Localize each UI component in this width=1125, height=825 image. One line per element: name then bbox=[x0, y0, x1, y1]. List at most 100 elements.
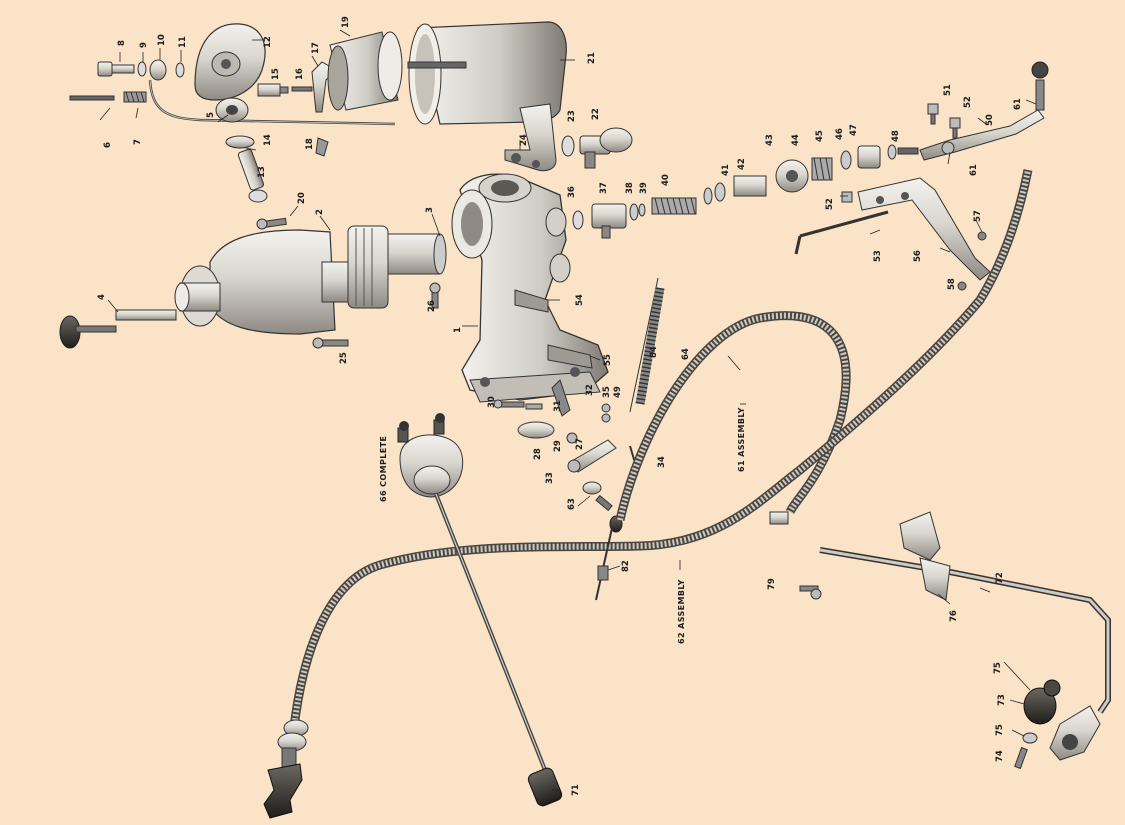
part-28-disc bbox=[517, 421, 555, 439]
label-part-36: 36 bbox=[567, 186, 577, 198]
label-part-39: 39 bbox=[639, 182, 649, 194]
part-4-damper bbox=[59, 309, 177, 349]
label-62-assembly: 62 ASSEMBLY bbox=[677, 579, 686, 644]
label-part-21: 21 bbox=[587, 52, 597, 64]
lever-end-clamp bbox=[1049, 705, 1101, 761]
label-part-14: 14 bbox=[263, 134, 273, 146]
label-part-46: 46 bbox=[835, 128, 845, 140]
part-38-washer bbox=[629, 203, 639, 221]
leader-lines bbox=[99, 29, 1037, 791]
part-46-washer bbox=[840, 150, 852, 170]
label-part-34: 34 bbox=[657, 456, 667, 468]
part-31-spring bbox=[525, 403, 543, 410]
part-10-banjo bbox=[149, 59, 167, 81]
part-74-screw bbox=[1014, 746, 1028, 770]
label-part-50: 50 bbox=[985, 114, 995, 126]
part-36-washer bbox=[572, 210, 584, 230]
part-52-screw bbox=[949, 117, 961, 139]
part-32-linkage bbox=[551, 379, 571, 417]
part-23-washer bbox=[561, 135, 575, 157]
part-71-knob bbox=[527, 767, 563, 807]
label-part-28: 28 bbox=[533, 448, 543, 460]
label-part-74: 74 bbox=[995, 750, 1005, 762]
part-73-bush bbox=[1023, 679, 1061, 725]
label-part-56: 56 bbox=[913, 250, 923, 262]
label-part-13: 13 bbox=[257, 166, 267, 178]
label-part-17: 17 bbox=[311, 42, 321, 54]
label-part-57: 57 bbox=[973, 210, 983, 222]
part-18-clip bbox=[315, 137, 329, 157]
label-part-29: 29 bbox=[553, 440, 563, 452]
part-7-spring bbox=[123, 91, 147, 103]
label-part-64: 64 bbox=[681, 348, 691, 360]
part-47-nut bbox=[857, 145, 881, 169]
label-part-72: 72 bbox=[995, 572, 1005, 584]
part-16-pin bbox=[291, 86, 313, 92]
part-33-lever bbox=[567, 439, 617, 473]
label-part-79: 79 bbox=[767, 578, 777, 590]
part-2-dashpot bbox=[174, 225, 447, 335]
part-40-spring bbox=[651, 197, 697, 215]
label-part-26: 26 bbox=[427, 300, 437, 312]
part-44-nut bbox=[775, 159, 809, 193]
label-part-82: 82 bbox=[621, 560, 631, 572]
label-part-11: 11 bbox=[178, 36, 188, 48]
part-20-screw bbox=[256, 217, 287, 230]
label-part-63: 63 bbox=[567, 498, 577, 510]
part-1-carburettor-body bbox=[451, 173, 609, 417]
label-part-49: 49 bbox=[613, 386, 623, 398]
part-37-jet-housing bbox=[591, 203, 627, 239]
label-part-30: 30 bbox=[487, 396, 497, 408]
label-part-22: 22 bbox=[591, 108, 601, 120]
part-30-screw bbox=[493, 399, 525, 409]
part-42-gland bbox=[714, 182, 726, 202]
part-19-float bbox=[327, 31, 403, 111]
label-part-75a: 75 bbox=[993, 662, 1003, 674]
label-61-assembly: 61 ASSEMBLY bbox=[737, 407, 746, 472]
label-part-53: 53 bbox=[873, 250, 883, 262]
part-51-screw bbox=[927, 103, 939, 125]
part-13-holding-bolt bbox=[237, 148, 268, 203]
part-41-washer bbox=[703, 187, 713, 205]
label-part-38: 38 bbox=[625, 182, 635, 194]
label-part-33: 33 bbox=[545, 472, 555, 484]
float-chamber-group bbox=[69, 23, 403, 203]
label-part-84: 84 bbox=[649, 346, 659, 358]
label-part-43: 43 bbox=[765, 134, 775, 146]
label-part-58: 58 bbox=[947, 278, 957, 290]
part-72-cross-shaft bbox=[819, 511, 1111, 714]
label-part-9: 9 bbox=[139, 42, 149, 48]
label-part-76: 76 bbox=[949, 610, 959, 622]
part-58-nut bbox=[957, 281, 967, 291]
label-66-complete: 66 COMPLETE bbox=[379, 436, 388, 502]
label-part-2: 2 bbox=[315, 209, 325, 215]
part-22-jet-bearing bbox=[579, 127, 633, 169]
piston-rings bbox=[347, 225, 389, 309]
part-56-bracket bbox=[857, 177, 991, 281]
label-part-15: 15 bbox=[271, 68, 281, 80]
jet-assembly-row bbox=[572, 144, 919, 239]
label-part-23: 23 bbox=[567, 110, 577, 122]
label-part-1: 1 bbox=[453, 327, 463, 333]
label-part-20: 20 bbox=[297, 192, 307, 204]
part-53-rod bbox=[799, 210, 889, 238]
label-part-31: 31 bbox=[553, 400, 563, 412]
label-part-44: 44 bbox=[791, 134, 801, 146]
part-6-pin bbox=[69, 95, 115, 101]
label-part-35: 35 bbox=[602, 386, 612, 398]
part-43-adjusting-nut bbox=[733, 175, 767, 197]
label-part-19: 19 bbox=[341, 16, 351, 28]
part-39-washer bbox=[638, 203, 646, 217]
label-part-25: 25 bbox=[339, 352, 349, 364]
part-50-jet-lever bbox=[919, 61, 1049, 161]
label-part-40: 40 bbox=[661, 174, 671, 186]
part-48-washer bbox=[887, 144, 897, 160]
label-part-54: 54 bbox=[575, 294, 585, 306]
label-part-45: 45 bbox=[815, 130, 825, 142]
part-45-spring bbox=[811, 157, 833, 181]
part-64-return-spring bbox=[629, 277, 665, 413]
part-55-return-lever bbox=[547, 344, 593, 369]
part-8-bolt bbox=[97, 61, 135, 77]
part-5-chamber-base bbox=[215, 97, 249, 123]
label-part-24: 24 bbox=[519, 134, 529, 146]
